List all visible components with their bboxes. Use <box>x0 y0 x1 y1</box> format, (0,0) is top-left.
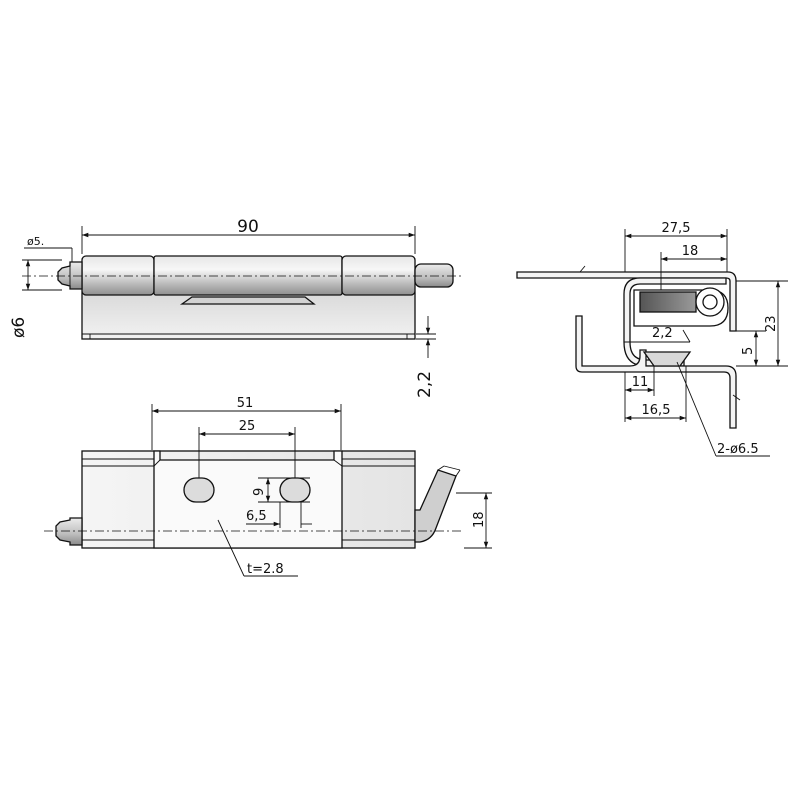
front-knuckle-middle <box>153 255 343 296</box>
dim-pin-dia: ø5. <box>27 235 44 248</box>
front-view: 90 ø5. ø6 2,2 <box>9 217 462 398</box>
dim-barrel-dia: ø6 <box>9 317 29 338</box>
dim-thickness: t=2.8 <box>247 562 284 577</box>
dim-base: 16,5 <box>642 403 671 418</box>
pivot-rod <box>639 291 697 313</box>
slot-left <box>183 477 215 503</box>
dim-slot-width: 6,5 <box>246 509 267 524</box>
dim-gap: 2,2 <box>652 326 673 341</box>
slot-right <box>279 477 311 503</box>
dim-leaf-offset: 2,2 <box>415 371 435 398</box>
dim-height: 23 <box>764 315 779 332</box>
dim-lever-height: 18 <box>472 511 487 528</box>
dim-inner: 11 <box>632 375 649 390</box>
dim-overall-width: 27,5 <box>662 221 691 236</box>
bottom-pin-left <box>55 517 83 546</box>
lower-bracket <box>575 315 737 429</box>
dim-hole-pitch: 25 <box>239 419 256 434</box>
dim-holes: 2-ø6.5 <box>717 442 759 457</box>
dim-span: 51 <box>237 396 254 411</box>
front-knuckle-right <box>341 255 416 296</box>
lever <box>414 469 457 543</box>
side-view: 27,5 18 23 5 2,2 11 16,5 2-ø6.5 <box>516 221 788 457</box>
bottom-view: 51 25 9 6,5 18 t=2.8 <box>44 396 492 577</box>
dim-slot-height: 9 <box>252 488 267 496</box>
dim-length: 90 <box>237 217 259 237</box>
front-knuckle-left <box>81 255 155 296</box>
dim-hole-pos: 18 <box>682 244 699 259</box>
dim-offset: 5 <box>741 347 756 355</box>
front-pin-right <box>414 263 454 288</box>
